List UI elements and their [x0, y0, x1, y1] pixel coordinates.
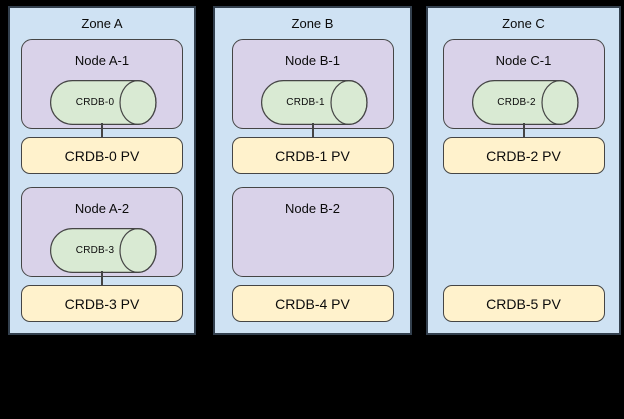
node-b1-label: Node B-1 — [285, 53, 340, 68]
cylinder-icon — [471, 80, 579, 125]
node-c1: Node C-1 CRDB-2 — [442, 39, 605, 137]
zones-row: Zone A Node A-1 CRDB-0 CRDB-0 PV Node A — [8, 6, 621, 335]
pv-crdb-1-label: CRDB-1 PV — [275, 147, 350, 164]
zone-c: Zone C Node C-1 CRDB-2 CRDB-2 PV — [426, 6, 621, 335]
pv-crdb-0: CRDB-0 PV — [21, 137, 183, 174]
pv-crdb-1: CRDB-1 PV — [231, 137, 394, 174]
pv-crdb-3-label: CRDB-3 PV — [64, 295, 140, 312]
zone-a: Zone A Node A-1 CRDB-0 CRDB-0 PV Node A — [8, 6, 196, 335]
pv-crdb-2-label: CRDB-2 PV — [486, 147, 561, 164]
spacer — [428, 277, 619, 285]
spacer — [10, 174, 194, 187]
zone-b-label: Zone B — [291, 16, 334, 31]
spacer — [215, 174, 410, 187]
pv-crdb-3: CRDB-3 PV — [21, 285, 183, 322]
cylinder-icon — [50, 80, 157, 125]
zone-b: Zone B Node B-1 CRDB-1 CRDB-1 PV Node B — [213, 6, 412, 335]
cylinder-icon — [50, 228, 157, 273]
node-a1-label: Node A-1 — [74, 53, 130, 68]
pv-crdb-5-label: CRDB-5 PV — [486, 295, 561, 312]
disk-cylinder-crdb-1: CRDB-1 — [260, 80, 368, 125]
node-b2: Node B-2 — [231, 187, 394, 277]
disk-crdb-2-label: CRDB-2 — [497, 97, 536, 108]
disk-cylinder-crdb-3: CRDB-3 — [50, 228, 157, 273]
cylinder-icon — [260, 80, 368, 125]
connector-line — [101, 123, 103, 137]
spacer — [428, 174, 619, 187]
disk-crdb-3-label: CRDB-3 — [75, 245, 115, 256]
spacer — [215, 277, 410, 285]
zone-c-label: Zone C — [502, 16, 545, 31]
node-a1: Node A-1 CRDB-0 — [21, 39, 183, 137]
connector-line — [522, 123, 525, 137]
pv-crdb-0-label: CRDB-0 PV — [64, 147, 140, 164]
pv-crdb-5: CRDB-5 PV — [442, 285, 605, 322]
node-c1-label: Node C-1 — [495, 53, 552, 68]
disk-crdb-0-label: CRDB-0 — [75, 97, 115, 108]
pv-crdb-2: CRDB-2 PV — [442, 137, 605, 174]
node-a2: Node A-2 CRDB-3 — [21, 187, 183, 285]
zone-a-label: Zone A — [81, 16, 123, 31]
node-a2-label: Node A-2 — [74, 201, 130, 216]
disk-cylinder-crdb-2: CRDB-2 — [471, 80, 579, 125]
connector-line — [101, 271, 103, 285]
disk-crdb-1-label: CRDB-1 — [286, 97, 325, 108]
connector-line — [311, 123, 314, 137]
pv-crdb-4: CRDB-4 PV — [231, 285, 394, 322]
node-b2-label: Node B-2 — [285, 201, 340, 216]
disk-cylinder-crdb-0: CRDB-0 — [50, 80, 157, 125]
pv-crdb-4-label: CRDB-4 PV — [275, 295, 350, 312]
empty-node-slot — [443, 187, 605, 277]
node-b1: Node B-1 CRDB-1 — [231, 39, 394, 137]
